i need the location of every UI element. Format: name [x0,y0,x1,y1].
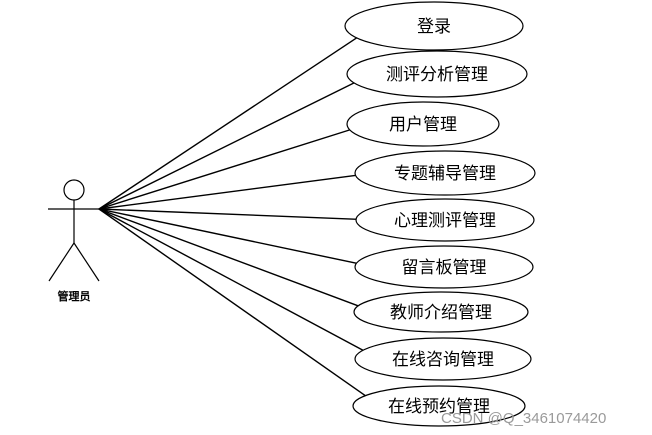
use-case: 心理测评管理 [355,198,535,242]
use-case: 在线咨询管理 [354,337,532,381]
use-case: 在线预约管理 [352,385,526,427]
use-case: 专题辅导管理 [354,150,536,196]
use-case-label: 在线预约管理 [388,397,490,417]
use-case-ellipse [344,1,524,51]
use-case-ellipse [354,150,536,196]
use-case: 登录 [344,1,524,51]
actor-right-leg [73,242,100,282]
association-line [98,128,352,210]
use-case-ellipse [353,291,529,333]
use-case-ellipse [354,245,534,289]
use-case-list: 登录测评分析管理用户管理专题辅导管理心理测评管理留言板管理教师介绍管理在线咨询管… [344,1,536,427]
association-line [98,208,360,307]
use-case: 留言板管理 [354,245,534,289]
use-case-label: 测评分析管理 [386,65,488,85]
use-case-label: 教师介绍管理 [390,303,492,323]
actor-label: 管理员 [58,289,91,303]
association-line [98,208,358,220]
use-case-label: 留言板管理 [402,258,487,278]
use-case-ellipse [354,337,532,381]
watermark: CSDN @Q_3461074420 [441,410,606,427]
use-case-label: 用户管理 [389,115,457,135]
use-case-label: 专题辅导管理 [394,164,496,184]
use-case-ellipse [346,50,528,98]
actor-left-leg [48,242,75,282]
use-case-ellipse [346,101,500,147]
association-line [98,81,356,210]
use-case-label: 登录 [417,17,451,37]
use-case: 教师介绍管理 [353,291,529,333]
association-line [98,208,359,265]
association-line [98,208,365,352]
use-case-label: 在线咨询管理 [392,350,494,370]
association-lines [98,36,367,397]
use-case: 用户管理 [346,101,500,147]
association-line [98,174,358,210]
use-case: 测评分析管理 [346,50,528,98]
association-line [98,36,358,210]
use-case-ellipse [352,385,526,427]
association-line [98,208,367,397]
actor-stick-figure [48,179,100,282]
use-case-label: 心理测评管理 [394,211,496,231]
use-case-ellipse [355,198,535,242]
actor-head [63,179,85,201]
